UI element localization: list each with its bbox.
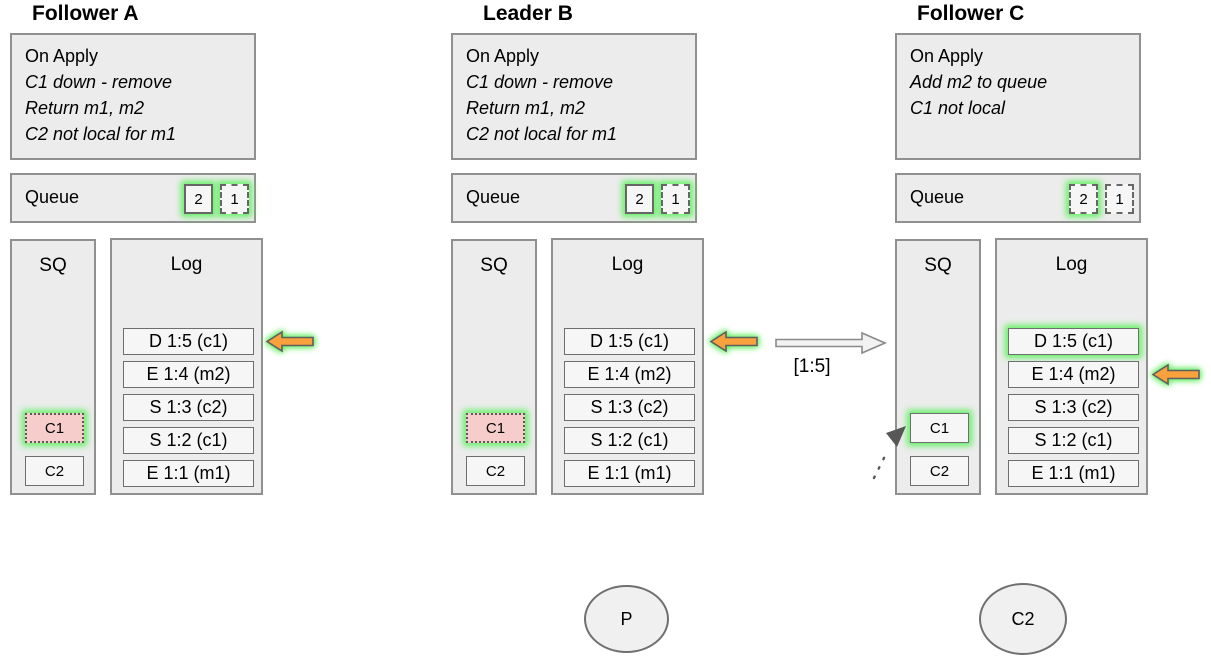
node-leader-b: Leader B On Apply C1 down - remove Retur… [451,0,704,500]
sq-item-c1: C1 [910,413,969,443]
on-apply-header: On Apply [25,46,99,66]
on-apply-box: On Apply Add m2 to queue C1 not local [895,33,1141,160]
process-c2-ellipse: C2 [979,583,1067,655]
on-apply-line: Return m1, m2 [25,98,145,118]
queue-box: Queue 2 1 [895,173,1141,223]
queue-label: Queue [25,187,80,207]
queue-item-1: 1 [661,184,690,214]
log-label: Log [170,254,203,275]
log-entry: E 1:4 (m2) [564,361,695,388]
on-apply-line: C1 down - remove [25,72,173,92]
log-box: Log D 1:5 (c1) E 1:4 (m2) S 1:3 (c2) S 1… [551,238,704,495]
log-entry: S 1:3 (c2) [1008,394,1139,421]
log-entry: E 1:4 (m2) [123,361,254,388]
process-label: C2 [1011,608,1035,629]
log-label: Log [611,254,644,275]
queue-item-2: 2 [1069,184,1098,214]
log-entry: D 1:5 (c1) [564,328,695,355]
log-entries: D 1:5 (c1) E 1:4 (m2) S 1:3 (c2) S 1:2 (… [123,328,254,487]
sq-item-c1: C1 [466,413,525,443]
sq-box: SQ C1 C2 [451,239,537,495]
on-apply-line: Return m1, m2 [466,98,586,118]
log-entry: E 1:4 (m2) [1008,361,1139,388]
queue-item-2: 2 [184,184,213,214]
log-entry: E 1:1 (m1) [123,460,254,487]
replication-range-label: [1:5] [793,356,831,377]
on-apply-box: On Apply C1 down - remove Return m1, m2 … [451,33,697,160]
sq-label: SQ [480,255,508,276]
log-entry: D 1:5 (c1) [123,328,254,355]
log-entry: S 1:3 (c2) [123,394,254,421]
log-entry: S 1:2 (c1) [1008,427,1139,454]
log-entry: S 1:2 (c1) [564,427,695,454]
on-apply-header: On Apply [466,46,540,66]
node-title: Follower A [32,2,139,25]
sq-item-c2: C2 [910,456,969,486]
log-entry: S 1:3 (c2) [564,394,695,421]
sq-item-c2: C2 [466,456,525,486]
queue-label: Queue [466,187,521,207]
node-title: Leader B [483,2,573,25]
queue-item-1: 1 [220,184,249,214]
on-apply-header: On Apply [910,46,984,66]
sq-label: SQ [924,255,952,276]
apply-left-arrow-icon [265,330,314,353]
node-follower-c: Follower C On Apply Add m2 to queue C1 n… [895,0,1148,500]
sq-item-c2: C2 [25,456,84,486]
sq-box: SQ C1 C2 [10,239,96,495]
log-entries: D 1:5 (c1) E 1:4 (m2) S 1:3 (c2) S 1:2 (… [1008,328,1139,487]
sq-item-c1: C1 [25,413,84,443]
queue-label: Queue [910,187,965,207]
on-apply-line: C2 not local for m1 [25,124,177,144]
sq-label: SQ [39,255,67,276]
replication-arrow-icon [775,331,887,355]
queue-item-1: 1 [1105,184,1134,214]
log-entry: E 1:1 (m1) [564,460,695,487]
on-apply-line: C1 down - remove [466,72,614,92]
log-entry: S 1:2 (c1) [123,427,254,454]
dotted-arrow-icon [872,426,906,480]
queue-item-2: 2 [625,184,654,214]
on-apply-line: C2 not local for m1 [466,124,618,144]
sq-box: SQ C1 C2 [895,239,981,495]
apply-left-arrow-icon [1151,363,1200,386]
process-label: P [620,608,633,629]
apply-left-arrow-icon [709,330,758,353]
queue-box: Queue 2 1 [10,173,256,223]
on-apply-box: On Apply C1 down - remove Return m1, m2 … [10,33,256,160]
on-apply-line: Add m2 to queue [910,72,1048,92]
log-entry: E 1:1 (m1) [1008,460,1139,487]
node-follower-a: Follower A On Apply C1 down - remove Ret… [10,0,263,500]
process-p-ellipse: P [584,585,669,653]
log-box: Log D 1:5 (c1) E 1:4 (m2) S 1:3 (c2) S 1… [995,238,1148,495]
node-title: Follower C [917,2,1025,25]
on-apply-line: C1 not local [910,98,1006,118]
log-label: Log [1055,254,1088,275]
log-entries: D 1:5 (c1) E 1:4 (m2) S 1:3 (c2) S 1:2 (… [564,328,695,487]
queue-box: Queue 2 1 [451,173,697,223]
log-box: Log D 1:5 (c1) E 1:4 (m2) S 1:3 (c2) S 1… [110,238,263,495]
log-entry: D 1:5 (c1) [1008,328,1139,355]
